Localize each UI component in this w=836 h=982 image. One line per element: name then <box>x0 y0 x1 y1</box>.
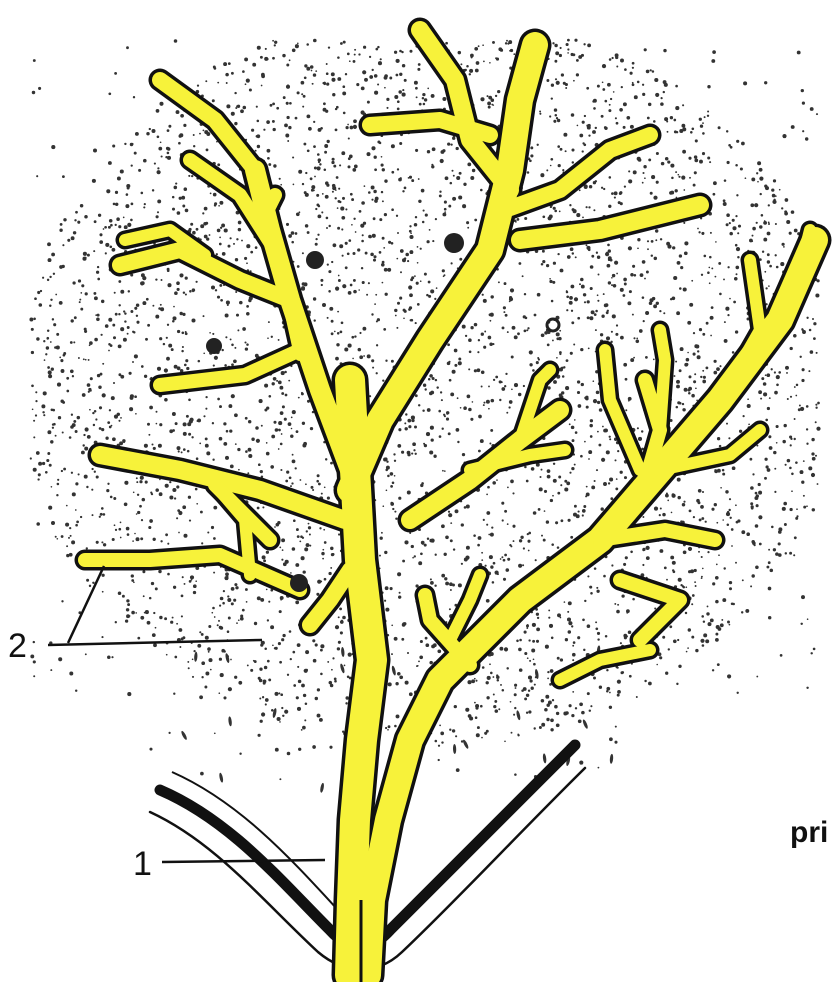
caption-fragment: pri <box>790 816 828 849</box>
leader-lines <box>48 566 325 862</box>
label-2: 2 <box>8 627 27 665</box>
duct-branch <box>660 330 665 430</box>
label-2-leader-b <box>68 566 104 643</box>
label-1-leader <box>162 860 325 862</box>
label-1: 1 <box>133 845 152 883</box>
duct-branch <box>265 195 275 215</box>
